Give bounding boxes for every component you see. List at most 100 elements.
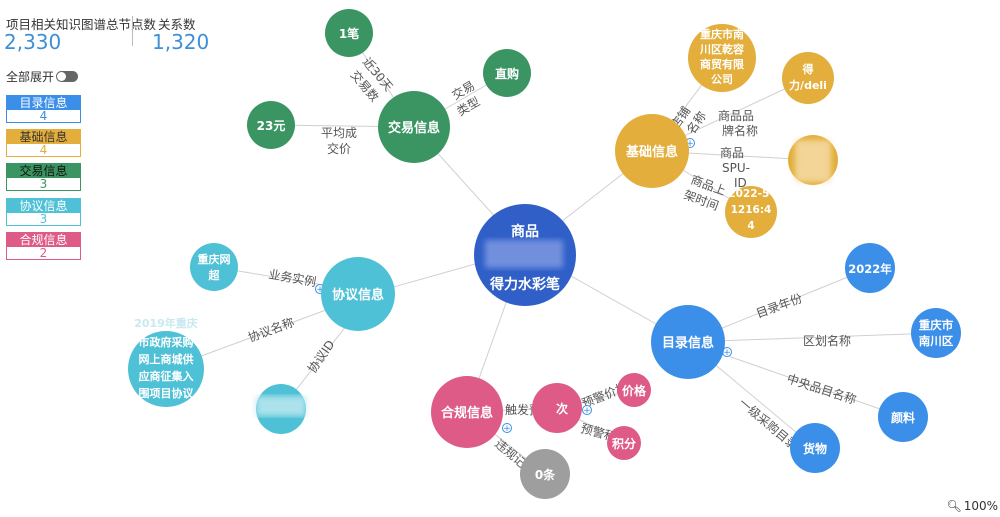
edge-label-catalog-region: 区划名称	[803, 333, 851, 348]
node-compliance-violation[interactable]: 0条	[520, 449, 570, 499]
legend-compliance-name: 合规信息	[7, 233, 80, 247]
node-basic-shop-l4: 公司	[711, 73, 733, 86]
legend-agreement-count: 3	[39, 212, 48, 226]
node-agreement-id-redacted	[256, 396, 306, 416]
node-agreement-example[interactable]: 重庆网 超	[190, 243, 238, 291]
expand-all-toggle[interactable]	[56, 71, 79, 82]
node-basic-spu[interactable]	[788, 135, 838, 185]
svg-text:+: +	[686, 139, 694, 149]
node-compliance[interactable]: 合规信息	[431, 376, 503, 448]
node-basic-brand-l1: 得	[802, 62, 814, 76]
node-catalog-region-l1: 重庆市	[919, 318, 954, 332]
node-catalog-goods-label: 货物	[803, 441, 827, 456]
edge-label-trade-price-1: 平均成	[321, 126, 357, 140]
node-trade-buy-label: 直购	[495, 66, 519, 81]
expand-all-label: 全部展开	[6, 70, 55, 84]
legend-basic-name: 基础信息	[7, 130, 80, 144]
node-catalog-region[interactable]: 重庆市 南川区	[911, 308, 961, 358]
node-trade-price[interactable]: 23元	[247, 101, 295, 149]
edge-label-trade-price-2: 交价	[327, 141, 351, 156]
legend-compliance-count: 2	[39, 246, 48, 260]
edge-label-agreement-id: 协议ID	[304, 337, 337, 376]
edge-label-basic-brand-2: 牌名称	[722, 123, 758, 138]
center-line1: 商品	[511, 223, 539, 240]
node-catalog-item[interactable]: 颜料	[878, 392, 928, 442]
node-basic-shop-l1: 重庆市南	[700, 27, 744, 41]
node-compliance-trigger-label: 次	[556, 401, 568, 416]
legend-catalog-name: 目录信息	[7, 96, 80, 110]
expand-compliance-icon[interactable]	[502, 423, 512, 433]
node-compliance-label: 合规信息	[441, 405, 493, 421]
node-agreement-name[interactable]: 2019年重庆 市政府采购 网上商城供 应商征集入 围项目协议	[128, 316, 204, 407]
legend-trade[interactable]: 交易信息 3	[6, 163, 81, 191]
node-center[interactable]: 商品 得力水彩笔	[474, 204, 576, 306]
node-catalog[interactable]: 目录信息	[651, 305, 725, 379]
node-agreement-label: 协议信息	[332, 287, 384, 303]
node-agreement-example-l2: 超	[208, 268, 221, 282]
node-basic-shop[interactable]: 重庆市南 川区乾容 商贸有限 公司	[688, 24, 756, 92]
node-agreement-name-l3: 网上商城供	[139, 352, 194, 366]
zoom-value: 100%	[963, 499, 998, 513]
node-agreement[interactable]: 协议信息	[321, 257, 395, 331]
node-basic[interactable]: 基础信息	[615, 114, 689, 188]
node-agreement-name-l2: 市政府采购	[139, 335, 194, 349]
node-basic-time-l1: 2022-5-	[728, 188, 773, 200]
legend-catalog[interactable]: 目录信息 4	[6, 95, 81, 123]
node-basic-time[interactable]: 2022-5- 1216:4 4	[725, 186, 777, 238]
edge-label-basic-brand-1: 商品品	[718, 108, 754, 123]
node-catalog-label: 目录信息	[662, 335, 714, 351]
edge-label-basic-spu-1: 商品	[720, 145, 744, 160]
node-catalog-year[interactable]: 2022年	[845, 243, 895, 293]
total-nodes-label: 项目相关知识图谱总节点数	[6, 17, 157, 32]
total-edges-value: 1,320	[152, 30, 210, 54]
node-compliance-score-label: 积分	[612, 436, 636, 451]
node-catalog-region-l2: 南川区	[919, 334, 954, 348]
node-basic-time-l3: 4	[747, 220, 754, 232]
node-agreement-name-l5: 围项目协议	[139, 386, 195, 400]
node-trade-price-label: 23元	[257, 119, 286, 133]
svg-text:+: +	[503, 424, 511, 434]
edge-label-catalog-item: 中央品目名称	[785, 371, 858, 408]
legend-trade-name: 交易信息	[7, 164, 80, 178]
node-basic-spu-redacted	[795, 140, 831, 182]
edge-label-basic-spu-3: ID	[734, 176, 747, 190]
node-trade-label: 交易信息	[388, 120, 440, 136]
node-agreement-id[interactable]	[256, 384, 306, 434]
node-basic-brand[interactable]: 得 力/deli	[782, 52, 834, 104]
node-basic-brand-l2: 力/deli	[789, 78, 827, 92]
node-trade-count-label: 1笔	[339, 26, 359, 41]
node-agreement-example-l1: 重庆网	[198, 252, 231, 266]
node-compliance-score[interactable]: 积分	[607, 426, 641, 460]
node-catalog-item-label: 颜料	[891, 410, 915, 425]
edge-catalog-region	[687, 332, 937, 343]
legend-catalog-count: 4	[39, 109, 48, 123]
node-trade[interactable]: 交易信息	[378, 91, 450, 163]
node-agreement-name-l1: 2019年重庆	[134, 316, 198, 330]
legend-compliance[interactable]: 合规信息 2	[6, 232, 81, 260]
svg-text:+: +	[316, 285, 324, 295]
legend-agreement-name: 协议信息	[7, 199, 80, 213]
legend-trade-count: 3	[39, 177, 48, 191]
edge-label-basic-spu-2: SPU-	[722, 161, 750, 175]
total-nodes-value: 2,330	[4, 30, 62, 54]
node-agreement-name-l4: 应商征集入	[139, 369, 194, 383]
node-basic-time-l2: 1216:4	[731, 204, 772, 216]
node-trade-count[interactable]: 1笔	[325, 9, 373, 57]
edge-label-agreement-name: 协议名称	[246, 314, 296, 345]
node-catalog-year-label: 2022年	[848, 262, 892, 276]
node-compliance-violation-label: 0条	[535, 467, 556, 482]
legend-agreement[interactable]: 协议信息 3	[6, 198, 81, 226]
expand-trigger-icon[interactable]	[582, 405, 592, 415]
stats-divider	[132, 16, 133, 46]
node-catalog-goods[interactable]: 货物	[790, 423, 840, 473]
expand-all-row: 全部展开	[6, 68, 79, 85]
node-trade-buy[interactable]: 直购	[483, 49, 531, 97]
node-compliance-trigger[interactable]: 次	[532, 383, 582, 433]
legend-basic[interactable]: 基础信息 4	[6, 129, 81, 157]
svg-text:+: +	[723, 348, 731, 358]
node-compliance-price[interactable]: 价格	[617, 373, 651, 407]
node-compliance-price-label: 价格	[622, 383, 647, 398]
zoom-indicator[interactable]: 🔍︎ 100%	[946, 499, 998, 513]
node-basic-label: 基础信息	[625, 144, 678, 160]
